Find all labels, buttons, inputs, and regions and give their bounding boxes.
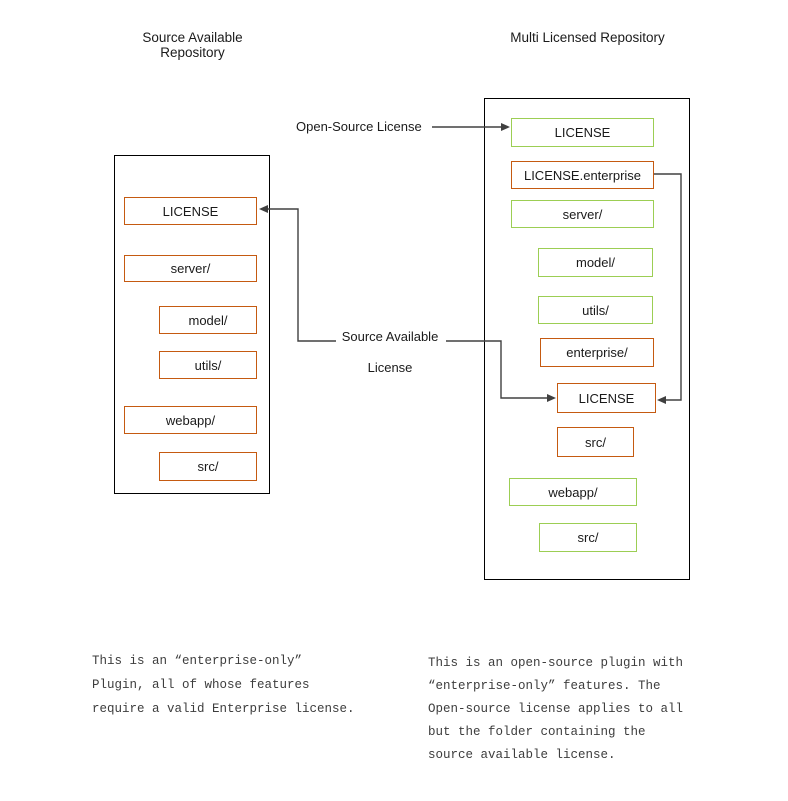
note-right-line5: source available license. — [428, 748, 616, 762]
right-box-enterprise-folder: enterprise/ — [540, 338, 654, 367]
left-box-webapp: webapp/ — [124, 406, 257, 434]
note-left-line1: This is an “enterprise-only” — [92, 654, 303, 668]
left-box-model: model/ — [159, 306, 257, 334]
right-box-webapp: webapp/ — [509, 478, 637, 506]
note-left-line2: Plugin, all of whose features — [92, 678, 310, 692]
note-left-line3: require a valid Enterprise license. — [92, 702, 355, 716]
left-box-src: src/ — [159, 452, 257, 481]
right-box-src: src/ — [539, 523, 637, 552]
note-right-line3: Open-source license applies to all — [428, 702, 684, 716]
right-box-src-enterprise: src/ — [557, 427, 634, 457]
right-box-license-inner: LICENSE — [557, 383, 656, 413]
note-right: This is an open-source plugin with “ente… — [428, 652, 683, 767]
note-right-line2: “enterprise-only” features. The — [428, 679, 661, 693]
connector-source-available-left — [259, 205, 336, 342]
note-right-line4: but the folder containing the — [428, 725, 646, 739]
left-repo-title: Source Available Repository — [142, 30, 243, 60]
right-box-license-enterprise: LICENSE.enterprise — [511, 161, 654, 189]
right-box-server: server/ — [511, 200, 654, 228]
right-repo-container — [484, 98, 690, 580]
right-box-utils: utils/ — [538, 296, 653, 324]
source-available-label-line2: License — [367, 360, 413, 375]
left-box-license: LICENSE — [124, 197, 257, 225]
left-box-utils: utils/ — [159, 351, 257, 379]
left-box-server: server/ — [124, 255, 257, 282]
right-repo-title: Multi Licensed Repository — [510, 30, 665, 45]
right-box-license-open: LICENSE — [511, 118, 654, 147]
open-source-license-label: Open-Source License — [296, 119, 422, 134]
right-box-model: model/ — [538, 248, 653, 277]
source-available-label-line1: Source Available — [341, 329, 439, 344]
note-right-line1: This is an open-source plugin with — [428, 656, 684, 670]
note-left: This is an “enterprise-only” Plugin, all… — [92, 649, 355, 721]
